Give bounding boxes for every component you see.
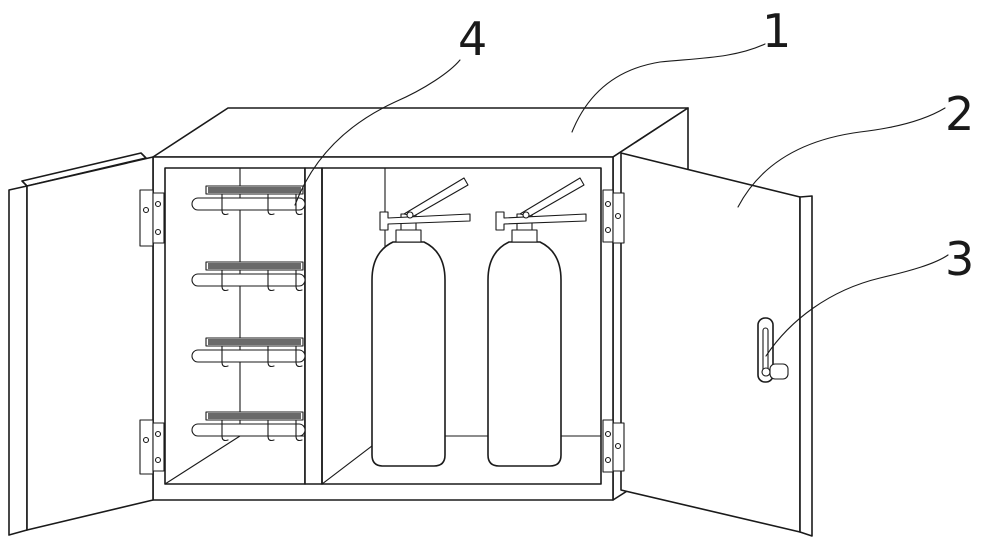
label-3: 3 (945, 232, 974, 286)
leader-line-3 (765, 254, 949, 357)
hinge (602, 189, 625, 244)
hinge (602, 419, 625, 473)
leader-line-1 (571, 43, 766, 133)
hook-rack (191, 261, 306, 292)
fire-extinguisher (487, 177, 587, 467)
label-1: 1 (762, 4, 791, 58)
label-2: 2 (945, 87, 974, 141)
hook-rack (191, 185, 306, 216)
hook-rack (191, 411, 306, 442)
leader-lines (294, 43, 949, 357)
label-4: 4 (458, 12, 487, 66)
leader-line-2 (737, 107, 946, 208)
hinge (139, 419, 165, 475)
hinge (139, 189, 165, 247)
hook-rack (191, 337, 306, 368)
left-door (8, 152, 154, 536)
hook-rack-group (191, 185, 306, 442)
right-door (620, 152, 813, 537)
door-handle (757, 317, 789, 383)
leader-line-4 (294, 59, 461, 206)
fire-extinguisher (371, 177, 471, 467)
